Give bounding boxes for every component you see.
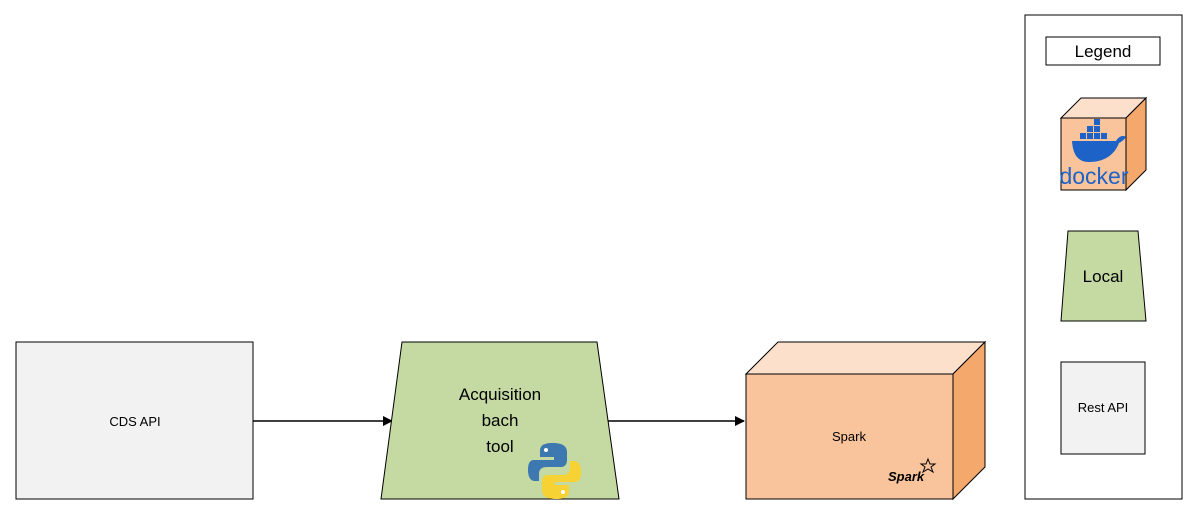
python-logo-icon bbox=[528, 443, 581, 499]
legend-title: Legend bbox=[1075, 42, 1132, 61]
acquisition-label-line-2: bach bbox=[482, 411, 519, 430]
acquisition-label-line-3: tool bbox=[486, 437, 513, 456]
docker-whale-icon bbox=[1072, 119, 1126, 162]
legend-local-item: Local bbox=[1060, 230, 1147, 322]
spark-box-top bbox=[744, 341, 987, 375]
cds-api-label: CDS API bbox=[109, 414, 160, 429]
legend-local-label: Local bbox=[1083, 267, 1124, 286]
acquisition-tool-node: Acquisition bach tool bbox=[380, 341, 620, 500]
acquisition-label-line-1: Acquisition bbox=[459, 385, 541, 404]
docker-logo-text: docker bbox=[1059, 163, 1128, 189]
legend-docker-item: docker bbox=[1059, 96, 1148, 192]
spark-node: Spark Spark bbox=[744, 340, 987, 501]
spark-box-front bbox=[745, 373, 954, 500]
cds-api-node: CDS API bbox=[15, 341, 254, 500]
legend-rest-api-label: Rest API bbox=[1078, 400, 1129, 415]
spark-logo-icon: Spark bbox=[888, 457, 937, 484]
spark-logo-text: Spark bbox=[888, 469, 925, 484]
spark-label: Spark bbox=[832, 429, 866, 444]
legend-title-box bbox=[1045, 36, 1161, 66]
legend-rest-api-item: Rest API bbox=[1060, 361, 1146, 455]
legend-panel: Legend docker Local bbox=[1024, 14, 1183, 500]
